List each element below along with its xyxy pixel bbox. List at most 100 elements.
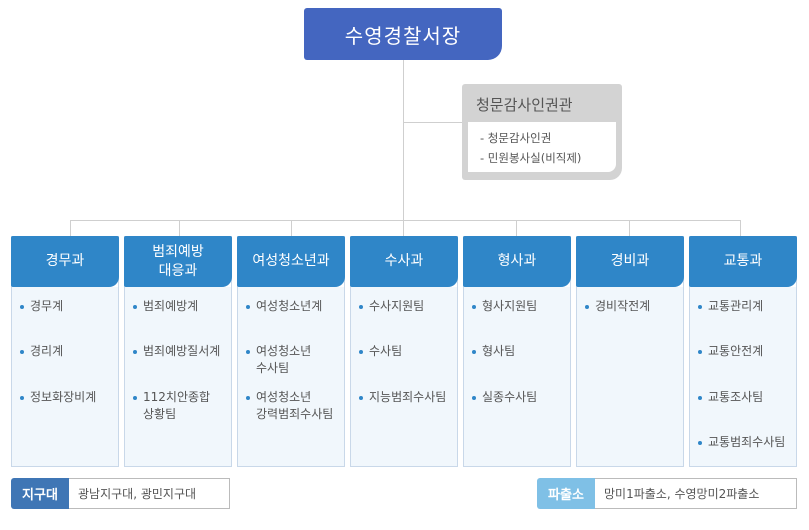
department-item-label: 경비작전계 (595, 299, 651, 313)
department-item-label: 지능범죄수사팀 (369, 390, 447, 404)
department-item: 여성청소년 수사팀 (246, 343, 344, 377)
bullet-icon (246, 396, 250, 400)
department-item-label: 수사팀 (369, 344, 403, 358)
department-body (464, 287, 570, 466)
department-item: 경리계 (20, 343, 118, 360)
bullet-icon (359, 350, 363, 354)
department-item: 형사팀 (472, 343, 570, 360)
department-item-label: 교통조사팀 (708, 390, 764, 404)
bullet-icon (359, 305, 363, 309)
department-body (351, 287, 457, 466)
department-body (12, 287, 118, 466)
bullet-icon (133, 396, 137, 400)
department-item-label: 경무계 (30, 299, 64, 313)
department-item-label: 형사지원팀 (482, 299, 538, 313)
department-item-label: 경리계 (30, 344, 64, 358)
horizontal-bus-line (70, 220, 740, 221)
department-item: 경무계 (20, 298, 118, 315)
bullet-icon (133, 305, 137, 309)
police-box-tag: 파출소 (537, 478, 595, 509)
drop-line-4 (403, 220, 404, 236)
bullet-icon (698, 350, 702, 354)
department-item: 범죄예방계 (133, 298, 231, 315)
district-value: 광남지구대, 광민지구대 (69, 478, 230, 509)
drop-line-7 (740, 220, 741, 236)
audit-item: - 청문감사인권 (480, 131, 552, 145)
department-item-label: 실종수사팀 (482, 390, 538, 404)
department-item: 범죄예방질서계 (133, 343, 231, 360)
bullet-icon (585, 305, 589, 309)
department-item-label: 여성청소년 강력범죄수사팀 (256, 390, 334, 421)
drop-line-1 (70, 220, 71, 236)
department-item-label: 범죄예방질서계 (143, 344, 221, 358)
department-header: 교통과 (689, 236, 797, 287)
department-body (577, 287, 683, 466)
department-item-label: 수사지원팀 (369, 299, 425, 313)
bullet-icon (698, 441, 702, 445)
department-item-label: 교통안전계 (708, 344, 764, 358)
bullet-icon (246, 305, 250, 309)
department-header: 경비과 (576, 236, 684, 287)
department-item-label: 교통관리계 (708, 299, 764, 313)
bullet-icon (472, 396, 476, 400)
department-item-label: 범죄예방계 (143, 299, 199, 313)
trunk-line (403, 60, 404, 220)
department-item-label: 교통범죄수사팀 (708, 435, 786, 449)
department-item: 교통안전계 (698, 343, 796, 360)
department-header: 여성청소년과 (237, 236, 345, 287)
department-item-label: 정보화장비계 (30, 390, 97, 404)
bullet-icon (246, 350, 250, 354)
bullet-icon (133, 350, 137, 354)
department-header: 경무과 (11, 236, 119, 287)
bullet-icon (20, 305, 24, 309)
police-box-value: 망미1파출소, 수영망미2파출소 (595, 478, 797, 509)
department-item: 정보화장비계 (20, 389, 118, 406)
drop-line-5 (516, 220, 517, 236)
department-item: 형사지원팀 (472, 298, 570, 315)
department-item: 교통범죄수사팀 (698, 434, 796, 451)
department-item: 실종수사팀 (472, 389, 570, 406)
department-item: 교통관리계 (698, 298, 796, 315)
department-item: 경비작전계 (585, 298, 683, 315)
department-item: 교통조사팀 (698, 389, 796, 406)
bullet-icon (20, 350, 24, 354)
bullet-icon (359, 396, 363, 400)
audit-item: - 민원봉사실(비직제) (480, 151, 582, 165)
department-body (690, 287, 796, 466)
department-item: 여성청소년계 (246, 298, 344, 315)
audit-title: 청문감사인권관 (476, 96, 573, 114)
department-item: 여성청소년 강력범죄수사팀 (246, 389, 344, 423)
bullet-icon (698, 396, 702, 400)
bullet-icon (472, 305, 476, 309)
department-header: 형사과 (463, 236, 571, 287)
bullet-icon (472, 350, 476, 354)
department-item: 수사지원팀 (359, 298, 457, 315)
bullet-icon (698, 305, 702, 309)
district-tag: 지구대 (11, 478, 69, 509)
department-body (125, 287, 231, 466)
department-header: 수사과 (350, 236, 458, 287)
drop-line-3 (291, 220, 292, 236)
audit-items: - 청문감사인권 - 민원봉사실(비직제) (468, 122, 616, 172)
department-item-label: 여성청소년 수사팀 (256, 344, 312, 375)
drop-line-2 (179, 220, 180, 236)
department-item: 112치안종합 상황팀 (133, 389, 231, 423)
drop-line-6 (629, 220, 630, 236)
department-item: 수사팀 (359, 343, 457, 360)
department-item-label: 여성청소년계 (256, 299, 323, 313)
chief-box: 수영경찰서장 (304, 8, 502, 60)
department-item: 지능범죄수사팀 (359, 389, 457, 406)
audit-connector (403, 122, 463, 123)
department-item-label: 형사팀 (482, 344, 516, 358)
department-body (238, 287, 344, 466)
audit-officer-box: 청문감사인권관 - 청문감사인권 - 민원봉사실(비직제) (462, 84, 622, 180)
department-header: 범죄예방 대응과 (124, 236, 232, 287)
department-item-label: 112치안종합 상황팀 (143, 390, 211, 421)
